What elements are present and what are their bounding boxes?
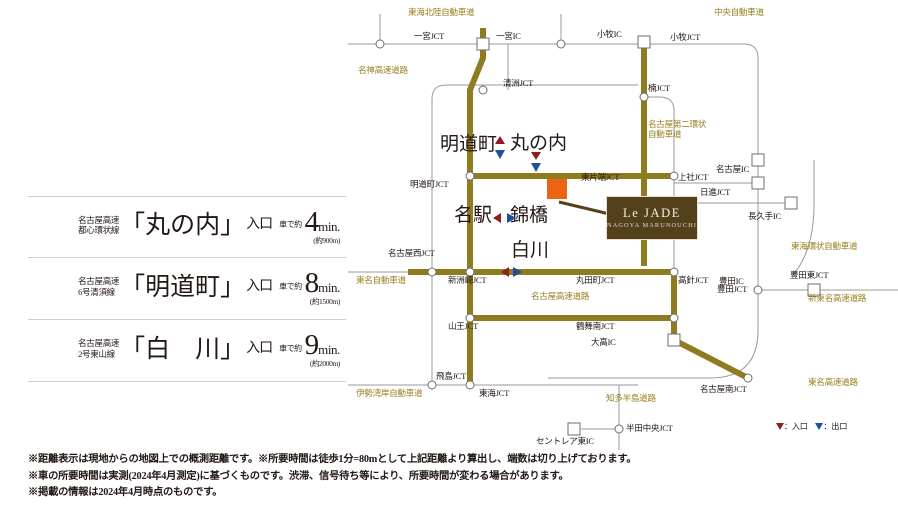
expressway-line-name: 名古屋高速 6号清須線 bbox=[78, 276, 120, 297]
entrance-marker-icon bbox=[776, 423, 784, 430]
jct-label-kamiyashiro-jct: 上社JCT bbox=[678, 172, 709, 182]
jct-label-nisshin-jct: 日進JCT bbox=[700, 187, 731, 197]
duration-minutes: 4 bbox=[304, 205, 319, 238]
access-row-shirakawa: 名古屋高速 2号東山線 「白 川」 入口 車で約 9 min. (約2000m) bbox=[28, 320, 346, 382]
marker-meieki-nishikibashi-entrance-exit bbox=[493, 213, 516, 223]
duration-block: 8 min. (約1500m) bbox=[304, 267, 341, 307]
property-badge: Le JADE NAGOYA MARUNOUCHI bbox=[606, 196, 698, 240]
entrance-label: 入口 bbox=[246, 278, 273, 294]
district-label-nishikibashi: 錦橋 bbox=[510, 205, 549, 226]
footnotes: ※距離表示は現地からの地図上での概測距離です。※所要時間は徒歩1分=80mとして… bbox=[28, 452, 668, 502]
by-car-label: 車で約 bbox=[279, 343, 302, 353]
expressway-label-tomei: 東名自動車道 bbox=[356, 275, 406, 285]
ic-nodes bbox=[476, 35, 821, 436]
ic-label-toyota-ic-2: 豊田IC bbox=[719, 276, 744, 286]
expressway-label-chita-hanto: 知多半島道路 bbox=[606, 393, 656, 403]
jct-label-handa-chuo-jct: 半田中央JCT bbox=[626, 423, 673, 433]
jct-label-toyota-jct: 豊田JCT bbox=[717, 284, 748, 294]
jct-label-ichinomiya-jct: 一宮JCT bbox=[414, 31, 445, 41]
jct-label-nagoya-nishi-jct: 名古屋西JCT bbox=[388, 248, 435, 258]
marker-marunouchi-entrance-exit bbox=[531, 152, 541, 172]
expressway-label-tokai-kanjo: 東海環状自動車道 bbox=[791, 241, 858, 251]
property-subtitle: NAGOYA MARUNOUCHI bbox=[607, 221, 697, 229]
property-location-marker bbox=[547, 179, 567, 199]
expressway-label-ise-wangan: 伊勢湾岸自動車道 bbox=[356, 388, 423, 398]
expressway-label-nagoya-kosoku: 名古屋高速道路 bbox=[531, 291, 590, 301]
legend-exit-label: ：出口 bbox=[823, 422, 848, 431]
duration-unit: min. bbox=[318, 342, 340, 358]
jct-label-higashikataba-jct: 東片端JCT bbox=[581, 172, 620, 182]
jct-label-shinsusaki-jct: 新洲崎JCT bbox=[448, 275, 487, 285]
expressway-label-meishin: 名神高速道路 bbox=[358, 65, 408, 75]
by-car-label: 車で約 bbox=[279, 281, 302, 291]
access-table: 名古屋高速 都心環状線 「丸の内」 入口 車で約 4 min. (約900m) … bbox=[28, 196, 346, 382]
expressway-line-name: 名古屋高速 都心環状線 bbox=[78, 214, 120, 235]
map-legend: ：入口 ：出口 bbox=[776, 420, 847, 432]
jct-label-komaki-jct: 小牧JCT bbox=[670, 32, 701, 42]
station-name: 「白 川」 bbox=[120, 335, 246, 363]
legend-entrance-label: ：入口 bbox=[784, 422, 808, 431]
jct-label-nagoya-minami-jct: 名古屋南JCT bbox=[700, 384, 747, 394]
by-car-label: 車で約 bbox=[279, 220, 302, 229]
jct-label-kiyosu-jct: 清洲JCT bbox=[503, 78, 534, 88]
district-label-meidocho: 明道町 bbox=[440, 134, 498, 155]
marker-meidocho-entrance-exit bbox=[495, 136, 505, 159]
distance-note: (約1500m) bbox=[309, 297, 341, 307]
duration-block: 9 min. (約2000m) bbox=[304, 329, 341, 369]
jct-label-sanno-jct: 山王JCT bbox=[448, 321, 479, 331]
access-row-marunouchi: 名古屋高速 都心環状線 「丸の内」 入口 車で約 4 min. (約900m) bbox=[28, 196, 346, 258]
duration-minutes: 8 bbox=[304, 267, 319, 300]
jct-label-tsurumai-minami-jct: 鶴舞南JCT bbox=[576, 321, 615, 331]
station-name: 「丸の内」 bbox=[120, 212, 246, 239]
jct-label-toyota-higashi-jct: 豊田東JCT bbox=[790, 270, 829, 280]
expressway-line-name: 名古屋高速 2号東山線 bbox=[78, 338, 120, 359]
duration-block: 4 min. (約900m) bbox=[304, 205, 341, 245]
expressway-map: 東海北陸自動車道 名神高速道路 中央自動車道 名古屋第二環状 自動車道 名古屋高… bbox=[348, 0, 898, 450]
district-label-marunouchi: 丸の内 bbox=[510, 133, 568, 154]
footnote-distance: ※距離表示は現地からの地図上での概測距離です。※所要時間は徒歩1分=80mとして… bbox=[28, 454, 637, 465]
expressway-label-chuo: 中央自動車道 bbox=[714, 7, 764, 17]
district-label-shirakawa: 白川 bbox=[511, 240, 550, 261]
station-name: 「明道町」 bbox=[120, 273, 246, 301]
footnote-date: ※掲載の情報は2024年4月時点のものです。 bbox=[28, 487, 223, 499]
exit-marker-icon bbox=[815, 423, 824, 430]
duration-minutes: 9 bbox=[304, 329, 319, 362]
jct-label-takabari-jct: 高針JCT bbox=[678, 275, 709, 285]
ic-label-nagakute-ic: 長久手IC bbox=[748, 211, 781, 221]
duration-unit: min. bbox=[318, 280, 340, 296]
ic-label-daiko-ic: 大高IC bbox=[591, 337, 616, 347]
duration-unit: min. bbox=[318, 218, 340, 234]
entrance-label: 入口 bbox=[246, 340, 273, 356]
ic-label-centrair-higashi-ic: セントレア東IC bbox=[536, 436, 594, 446]
jct-nodes bbox=[375, 39, 763, 434]
district-label-meieki: 名駅 bbox=[454, 205, 493, 226]
jct-label-marutamachi-jct: 丸田町JCT bbox=[576, 275, 615, 285]
distance-note: (約2000m) bbox=[309, 359, 341, 369]
expressway-label-nagoya-daini-kanjo: 名古屋第二環状 自動車道 bbox=[648, 119, 707, 139]
access-row-meidocho: 名古屋高速 6号清須線 「明道町」 入口 車で約 8 min. (約1500m) bbox=[28, 258, 346, 320]
expressway-label-tokai-hokuriku: 東海北陸自動車道 bbox=[408, 7, 475, 17]
expressway-label-shin-tomei: 新東名高速道路 bbox=[808, 293, 867, 303]
entrance-label: 入口 bbox=[246, 217, 273, 232]
ic-label-komaki-ic: 小牧IC bbox=[597, 29, 622, 39]
jct-label-tokai-jct: 東海JCT bbox=[479, 388, 510, 398]
ic-label-ichinomiya-ic: 一宮IC bbox=[496, 31, 521, 41]
expressway-label-tomei-kosoku: 東名高速道路 bbox=[808, 377, 858, 387]
distance-note: (約900m) bbox=[313, 235, 340, 245]
footnote-car-time: ※車の所要時間は実測(2024年4月測定)に基づくものです。渋滞、信号待ち等によ… bbox=[28, 470, 569, 482]
property-name: Le JADE bbox=[622, 206, 682, 221]
marker-shirakawa-entrance-exit bbox=[501, 267, 522, 277]
jct-label-kusunoki-jct: 楠JCT bbox=[648, 83, 670, 93]
jct-label-tobishima-jct: 飛島JCT bbox=[436, 371, 467, 381]
ic-label-nagoya-ic: 名古屋IC bbox=[716, 164, 749, 174]
jct-label-meidocho-jct: 明道町JCT bbox=[410, 179, 449, 189]
